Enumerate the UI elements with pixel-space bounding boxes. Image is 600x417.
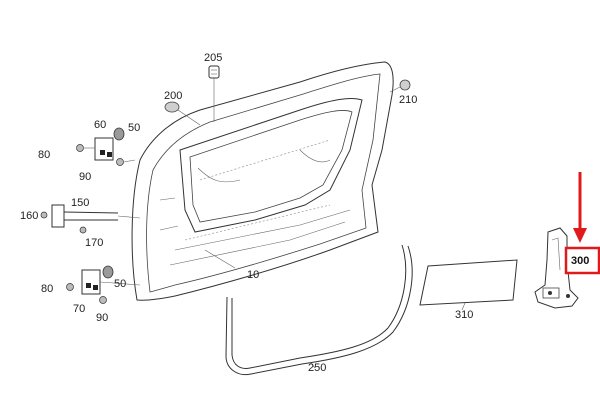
label-50-top: 50 (128, 122, 140, 134)
label-210: 210 (399, 94, 417, 106)
highlight-box (564, 246, 600, 275)
label-60: 60 (94, 119, 106, 131)
label-205: 205 (204, 52, 222, 64)
label-10: 10 (247, 269, 259, 281)
label-200: 200 (164, 90, 182, 102)
label-310: 310 (455, 309, 473, 321)
door-check-strap (40, 204, 141, 234)
label-160: 160 (20, 210, 38, 222)
label-80-top: 80 (38, 149, 50, 161)
label-150: 150 (71, 197, 89, 209)
label-170: 170 (85, 237, 103, 249)
lower-hinge-assembly (66, 265, 141, 304)
part-205-clip (208, 65, 220, 122)
door-shell (131, 61, 394, 301)
label-70: 70 (73, 303, 85, 315)
label-300: 300 (571, 255, 589, 267)
label-50-bottom: 50 (114, 278, 126, 290)
insulation-sheet (419, 259, 518, 311)
part-200-plug (164, 101, 201, 126)
label-80-bottom: 80 (41, 283, 53, 295)
label-90-top: 90 (79, 171, 91, 183)
highlight-arrow (573, 172, 587, 243)
label-90-bottom: 90 (96, 312, 108, 324)
label-250: 250 (308, 362, 326, 374)
bracket-part-300 (534, 227, 579, 309)
door-seal-strip (225, 244, 413, 376)
part-210-plug (389, 79, 411, 93)
upper-hinge-assembly (76, 127, 136, 166)
